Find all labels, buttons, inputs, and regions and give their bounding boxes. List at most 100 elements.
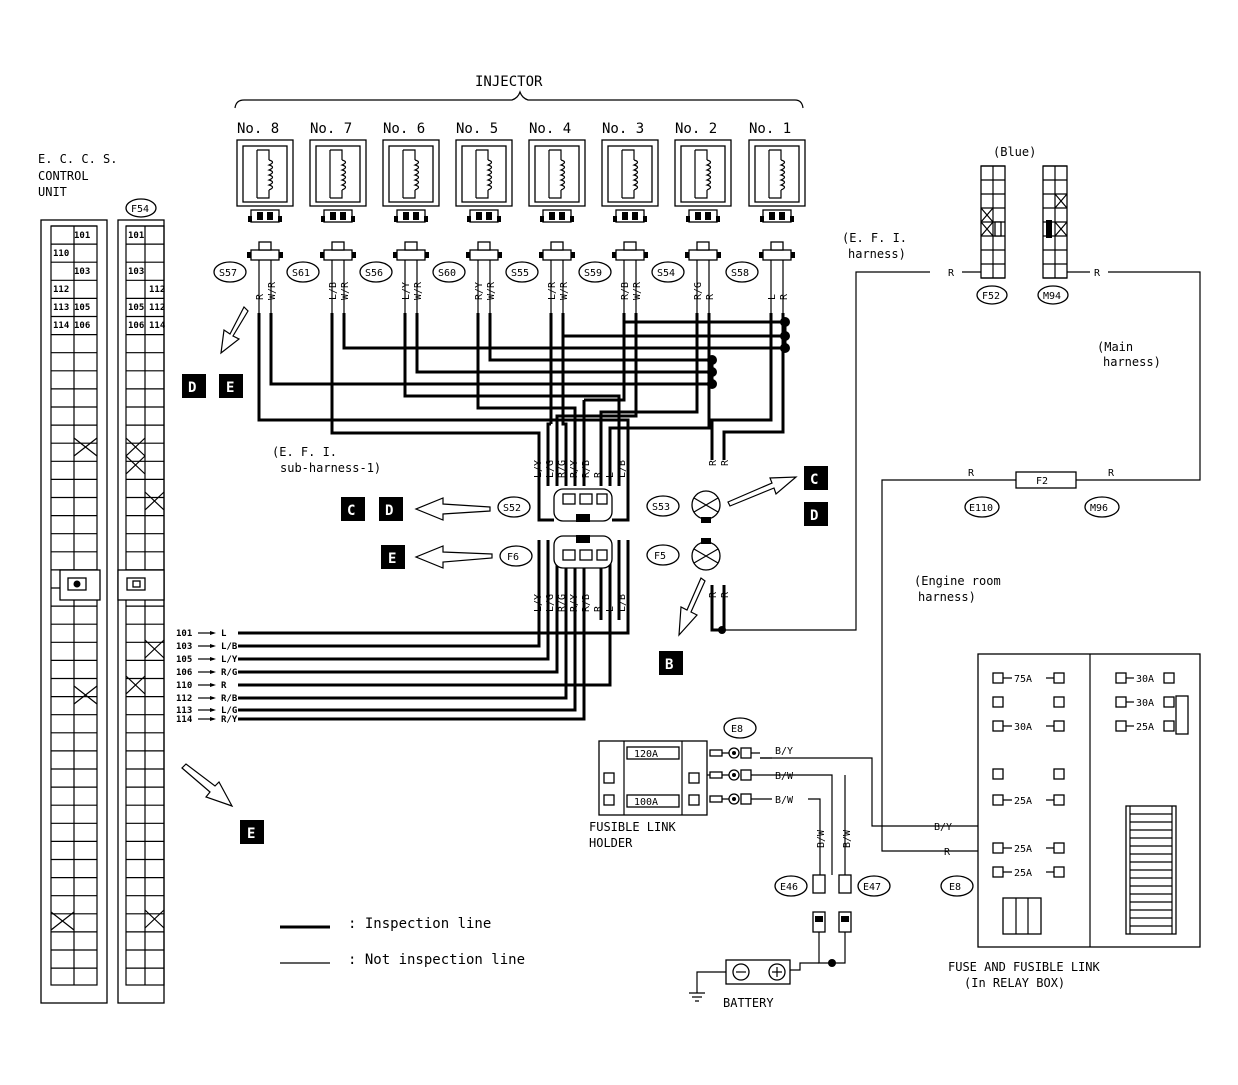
terminal-color: L/B <box>221 642 238 652</box>
ref-e-top: E <box>226 380 234 396</box>
fl-wire-bw-1: B/W <box>775 771 794 782</box>
eccs-title-2: CONTROL <box>38 169 89 183</box>
injector-wire-label: W/R <box>559 281 570 300</box>
terminal-color: R/G <box>221 668 237 678</box>
sub-wire-label: L/B <box>617 594 628 612</box>
ref-b: B <box>665 657 673 673</box>
efi-sub-harness-label-1: (E. F. I. <box>272 445 337 459</box>
s53-label: S53 <box>652 502 670 513</box>
efi-sub-harness-label-2: sub-harness-1) <box>280 461 381 475</box>
injector-wire-label: W/R <box>413 281 424 300</box>
injector-connector-label: S60 <box>438 268 456 279</box>
sub-wire-label: L/Y <box>533 594 544 612</box>
eccs-connector-label: F54 <box>131 204 149 215</box>
eccs-r-pin-112b: 112 <box>149 303 165 313</box>
terminal-color: L/Y <box>221 655 238 665</box>
terminal-pin: 112 <box>176 694 192 704</box>
f6-connector: F6 <box>499 535 613 569</box>
eccs-pin-114: 114 <box>53 321 70 331</box>
battery-wire-bw-1: B/W <box>816 829 827 848</box>
f5-wire-r-1: R <box>708 591 719 598</box>
injector-connector-label: S59 <box>584 268 602 279</box>
eccs-pin-105: 105 <box>74 303 90 313</box>
injector-wire-label: R <box>255 293 266 300</box>
main-harness-label-1: (Main <box>1097 340 1133 354</box>
injector-wire-label: W/R <box>486 281 497 300</box>
eccs-r-pin-114: 114 <box>149 321 166 331</box>
terminal-color: L/G <box>221 706 237 716</box>
injector-wire-label: L <box>767 294 778 300</box>
injector-label: No. 3 <box>602 121 644 137</box>
fl-120a: 120A <box>634 749 658 760</box>
sub-wire-label: R/B <box>581 594 592 612</box>
fl-holder-label-1: FUSIBLE LINK <box>589 820 676 834</box>
eccs-control-unit: E. C. C. S. CONTROL UNIT 101 110 103 112… <box>38 152 166 1004</box>
f5-label: F5 <box>654 551 666 562</box>
legend-inspection: : Inspection line <box>348 916 491 932</box>
sub-wire-label: R/G <box>557 460 568 478</box>
injector-connector-label: S54 <box>657 268 675 279</box>
arrow-to-b <box>678 577 706 637</box>
injector-wire-label: W/R <box>632 281 643 300</box>
sub-wire-label: R/G <box>557 594 568 612</box>
eccs-pin-113: 113 <box>53 303 69 313</box>
eccs-pin-110: 110 <box>53 249 69 259</box>
main-harness-label-2: harness) <box>1103 355 1161 369</box>
s52-label: S52 <box>503 503 521 514</box>
terminal-row-114: 114 R/Y <box>176 715 238 725</box>
f52-wire-r: R <box>948 268 955 279</box>
arrow-to-e-bottom <box>181 763 234 808</box>
relay-fuse-label: 25A <box>1014 844 1032 855</box>
battery-wire-bw-2: B/W <box>842 829 853 848</box>
fusible-link-holder: 120A 100A E8 B/Y B/W B/W FUSIBLE LINK HO… <box>589 717 833 875</box>
eccs-pin-labels-right: 101 103 112 105 112 106 114 <box>128 231 166 331</box>
eccs-r-pin-105: 105 <box>128 303 144 313</box>
terminal-color: R/Y <box>221 715 238 725</box>
arrow-to-e-left <box>414 545 493 569</box>
sub-wire-label: R/Y <box>569 594 580 612</box>
diagram-title: INJECTOR <box>475 74 543 90</box>
ref-c-right: C <box>810 472 818 488</box>
injector-wire-label: L/B <box>328 282 339 300</box>
m94-wire-r: R <box>1094 268 1101 279</box>
sub-wire-label: L/B <box>617 460 628 478</box>
connector-f52: F52 <box>982 291 1000 302</box>
harness-wires <box>238 271 1201 852</box>
injector-connector-label: S61 <box>292 268 310 279</box>
blue-connectors: (Blue) R R F52 M94 <box>948 145 1101 305</box>
sub-wire-label: R <box>593 605 604 612</box>
s53-wire-r-2: R <box>720 459 731 466</box>
injector-label: No. 4 <box>529 121 571 137</box>
sub-wire-label: L/G <box>545 594 556 612</box>
battery-label: BATTERY <box>723 996 774 1010</box>
arrow-to-de <box>220 305 249 355</box>
sub-wire-label: L/G <box>545 460 556 478</box>
terminal-pin: 114 <box>176 715 193 725</box>
conn-m96: M96 <box>1090 503 1108 514</box>
injector-label: No. 6 <box>383 121 425 137</box>
f5-connector: F5 <box>646 538 721 571</box>
injector-connector-label: S57 <box>219 268 237 279</box>
sub-wire-label: R <box>593 471 604 478</box>
eccs-pin-112: 112 <box>53 285 69 295</box>
fl-wire-by: B/Y <box>775 746 793 757</box>
injector-wire-label: W/R <box>340 281 351 300</box>
terminal-color: L <box>221 629 227 639</box>
eccs-connector-badge <box>125 198 157 218</box>
relay-fuse-label: 25A <box>1014 796 1032 807</box>
injector-label: No. 5 <box>456 121 498 137</box>
blue-label: (Blue) <box>993 145 1036 159</box>
injector-connector-label: S55 <box>511 268 529 279</box>
relay-fuse-label: 25A <box>1136 722 1154 733</box>
ref-c-left: C <box>347 503 355 519</box>
